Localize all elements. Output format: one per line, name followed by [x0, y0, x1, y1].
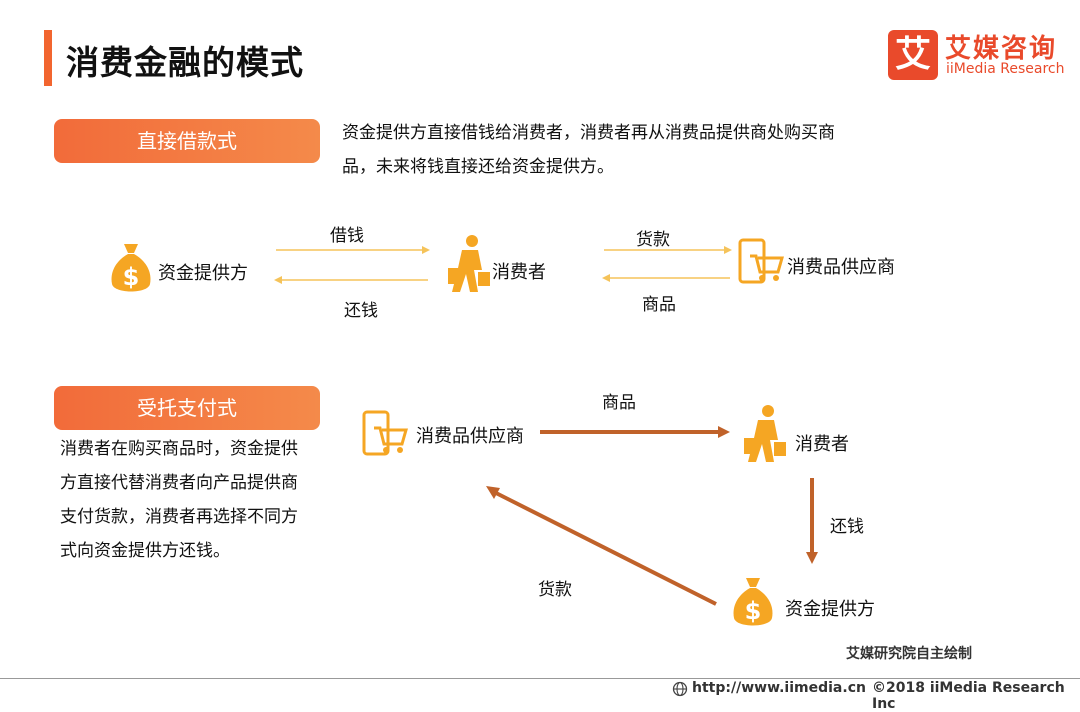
phone-cart-icon	[362, 410, 408, 456]
logo-icon: 艾	[888, 30, 938, 80]
s2-supplier-label: 消费品供应商	[416, 426, 524, 447]
section1-description-line1: 资金提供方直接借钱给消费者，消费者再从消费品提供商处购买商	[342, 123, 835, 143]
globe-icon	[672, 681, 688, 697]
s1-consumer-label: 消费者	[492, 262, 546, 283]
s1-fund-consumer-arrows	[274, 246, 430, 284]
svg-text:$: $	[745, 597, 762, 625]
section1-description-line2: 品，未来将钱直接还给资金提供方。	[342, 157, 614, 177]
s2-desc-line4: 式向资金提供方还钱。	[60, 541, 230, 561]
money-bag-icon: $	[733, 578, 773, 626]
page-title: 消费金融的模式	[66, 43, 304, 82]
credit-text: 艾媒研究院自主绘制	[846, 646, 972, 662]
s1-consumer-supplier-arrows	[602, 246, 732, 282]
shopper-icon	[448, 235, 490, 292]
s1-supplier-label: 消费品供应商	[787, 257, 895, 278]
s2-desc-line2: 方直接代替消费者向产品提供商	[60, 473, 298, 493]
s1-repay-label: 还钱	[344, 301, 378, 321]
s2-desc-line1: 消费者在购买商品时，资金提供	[60, 439, 298, 459]
s2-consumer-label: 消费者	[795, 434, 849, 455]
s2-repay-label: 还钱	[830, 517, 864, 537]
money-bag-icon: $	[111, 244, 151, 292]
footer-url[interactable]: http://www.iimedia.cn	[692, 680, 866, 696]
logo-chinese: 艾媒咨询	[945, 34, 1058, 64]
s1-fund-label: 资金提供方	[158, 263, 248, 284]
s2-fund-label: 资金提供方	[785, 599, 875, 620]
title-accent-bar	[44, 30, 52, 86]
s1-payment-label: 货款	[636, 230, 670, 250]
svg-text:$: $	[123, 263, 140, 291]
phone-cart-icon	[738, 238, 784, 284]
section1-pill: 直接借款式	[54, 119, 320, 163]
s1-goods-label: 商品	[642, 295, 676, 315]
s2-payment-label: 货款	[538, 580, 572, 600]
logo-english: iiMedia Research	[946, 61, 1065, 77]
shopper-icon	[744, 405, 786, 462]
s1-borrow-label: 借钱	[330, 226, 364, 246]
footer-copyright: ©2018 iiMedia Research Inc	[872, 680, 1065, 712]
footer-divider	[0, 678, 1080, 679]
section2-pill: 受托支付式	[54, 386, 320, 430]
s2-desc-line3: 支付货款，消费者再选择不同方	[60, 507, 298, 527]
s2-flow-arrows	[486, 426, 818, 606]
s2-goods-label: 商品	[602, 393, 636, 413]
